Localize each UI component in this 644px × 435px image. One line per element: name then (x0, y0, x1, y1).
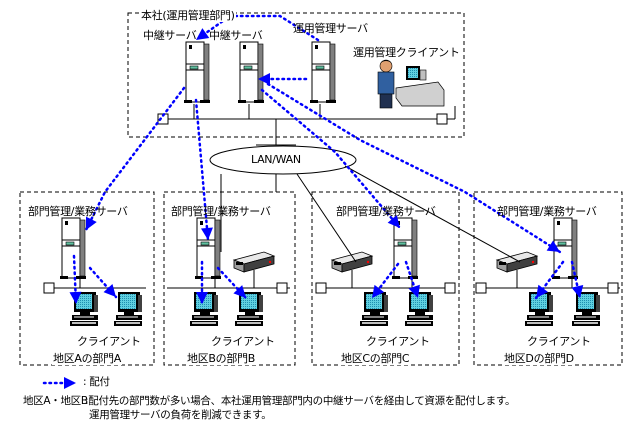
dept-c-client-label: クライアント (366, 335, 430, 348)
legend-arrow-meaning: : 配付 (83, 376, 110, 388)
dist-dept-a-client-2 (88, 266, 118, 299)
headquarters-boundary (127, 12, 465, 138)
relay-server-1-icon (183, 41, 211, 104)
arrowhead-icon (86, 216, 97, 230)
dept-b-client-label: クライアント (211, 335, 275, 348)
arrowhead-icon (408, 284, 420, 298)
dept-a-title: 地区Aの部門A (52, 352, 122, 365)
arrowhead-icon (103, 284, 116, 297)
dotted-path (84, 86, 186, 232)
lan-wan-cloud (209, 145, 357, 175)
dept-c-server-icon (391, 217, 419, 280)
dist-dept-b-client-1 (196, 260, 208, 306)
dist-dept-a-client-1 (69, 254, 82, 306)
management-client-label: 運用管理クライアント (353, 46, 460, 59)
dist-mgmt-to-relay2 (256, 73, 308, 85)
dept-c-router-icon (331, 251, 373, 273)
wan-to-dept-c-link (296, 173, 357, 263)
dept-b-boundary (163, 191, 296, 366)
dept-a-client-2-icon (114, 292, 142, 326)
dept-d-client-1-icon (525, 292, 553, 326)
arrowhead-icon (372, 284, 385, 298)
legend-arrow-icon (42, 377, 78, 389)
dept-c-title: 地区Cの部門C (340, 352, 411, 365)
legend-note-line1: :配付先の部門数が多い場合、本社運用管理部門内の中継サーバを経由して資源を配付し… (85, 395, 516, 407)
wan-to-dept-d-link (344, 165, 521, 263)
dept-d-terminator-right (607, 282, 619, 294)
dept-d-client-2-icon (572, 292, 600, 326)
dept-c-client-2-icon (405, 292, 433, 326)
dotted-path (260, 88, 402, 230)
arrowhead-icon (546, 240, 560, 252)
arrowhead-icon (196, 292, 208, 304)
dist-dept-d-client-1 (534, 260, 565, 300)
dotted-path (194, 98, 210, 242)
dist-relay1-to-dept-b (194, 98, 213, 242)
management-server-label: 運用管理サーバ (293, 22, 368, 35)
relay-server-1-label: 中継サーバ (143, 29, 197, 42)
relay-server-2-label: 中継サーバ (209, 29, 263, 42)
dept-b-client-2-icon (235, 292, 263, 326)
dept-c-terminator-left (315, 282, 327, 294)
management-client-icon (377, 59, 445, 109)
dept-d-terminator-left (475, 282, 487, 294)
headquarters-title: 本社(運用管理部門) (140, 9, 236, 22)
dept-b-server-label: 部門管理/業務サーバ (171, 205, 271, 218)
arrowhead-icon (233, 285, 246, 298)
network-label: LAN/WAN (251, 153, 301, 166)
arrowhead-icon (536, 284, 548, 298)
dotted-path (570, 260, 582, 300)
dept-c-client-1-icon (360, 292, 388, 326)
dist-dept-c-client-2 (404, 260, 420, 300)
relay-server-2-icon (237, 41, 265, 104)
dist-relay2-to-dept-c (260, 88, 402, 230)
dept-a-server-label: 部門管理/業務サーバ (28, 205, 128, 218)
hq-lan-terminator-right (436, 113, 448, 125)
dist-relay2-to-dept-d (266, 82, 562, 254)
arrowhead-icon (258, 73, 270, 85)
arrowhead-icon (571, 284, 584, 298)
dept-d-boundary (473, 191, 623, 366)
arrowhead-icon (69, 291, 82, 304)
dept-a-server-icon (59, 217, 87, 280)
dist-dept-d-client-2 (570, 260, 584, 300)
dept-d-router-icon (496, 251, 538, 273)
dept-a-terminator-left (43, 282, 55, 294)
dist-mgmt-to-relay1 (194, 14, 320, 42)
dist-dept-b-client-2 (216, 266, 248, 300)
legend-note-line2: 運用管理サーバの負荷を削減できます。 (89, 409, 272, 421)
dept-d-server-label: 部門管理/業務サーバ (497, 205, 597, 218)
dept-c-server-label: 部門管理/業務サーバ (336, 205, 436, 218)
dept-a-boundary (19, 191, 155, 366)
dept-c-boundary (311, 191, 460, 366)
dept-c-terminator-right (444, 282, 456, 294)
dept-d-title: 地区Dの部門D (503, 352, 575, 365)
dept-b-terminator-right (276, 282, 288, 294)
arrowhead-icon (200, 227, 213, 240)
dotted-path (404, 260, 420, 300)
dist-dept-c-client-1 (370, 262, 400, 300)
arrowhead-icon (196, 28, 210, 40)
dept-b-router-icon (233, 251, 275, 273)
dotted-path (194, 14, 320, 42)
arrowhead-icon (64, 377, 76, 389)
dist-relay1-to-dept-a (84, 86, 186, 232)
dept-a-client-label: クライアント (77, 335, 141, 348)
dept-b-title: 地区Bの部門B (186, 352, 256, 365)
arrowhead-icon (387, 214, 400, 228)
legend-note-prefix: 地区A・地区B (23, 395, 88, 407)
management-server-icon (309, 41, 337, 104)
dotted-path (266, 82, 562, 254)
dept-d-client-label: クライアント (527, 335, 591, 348)
